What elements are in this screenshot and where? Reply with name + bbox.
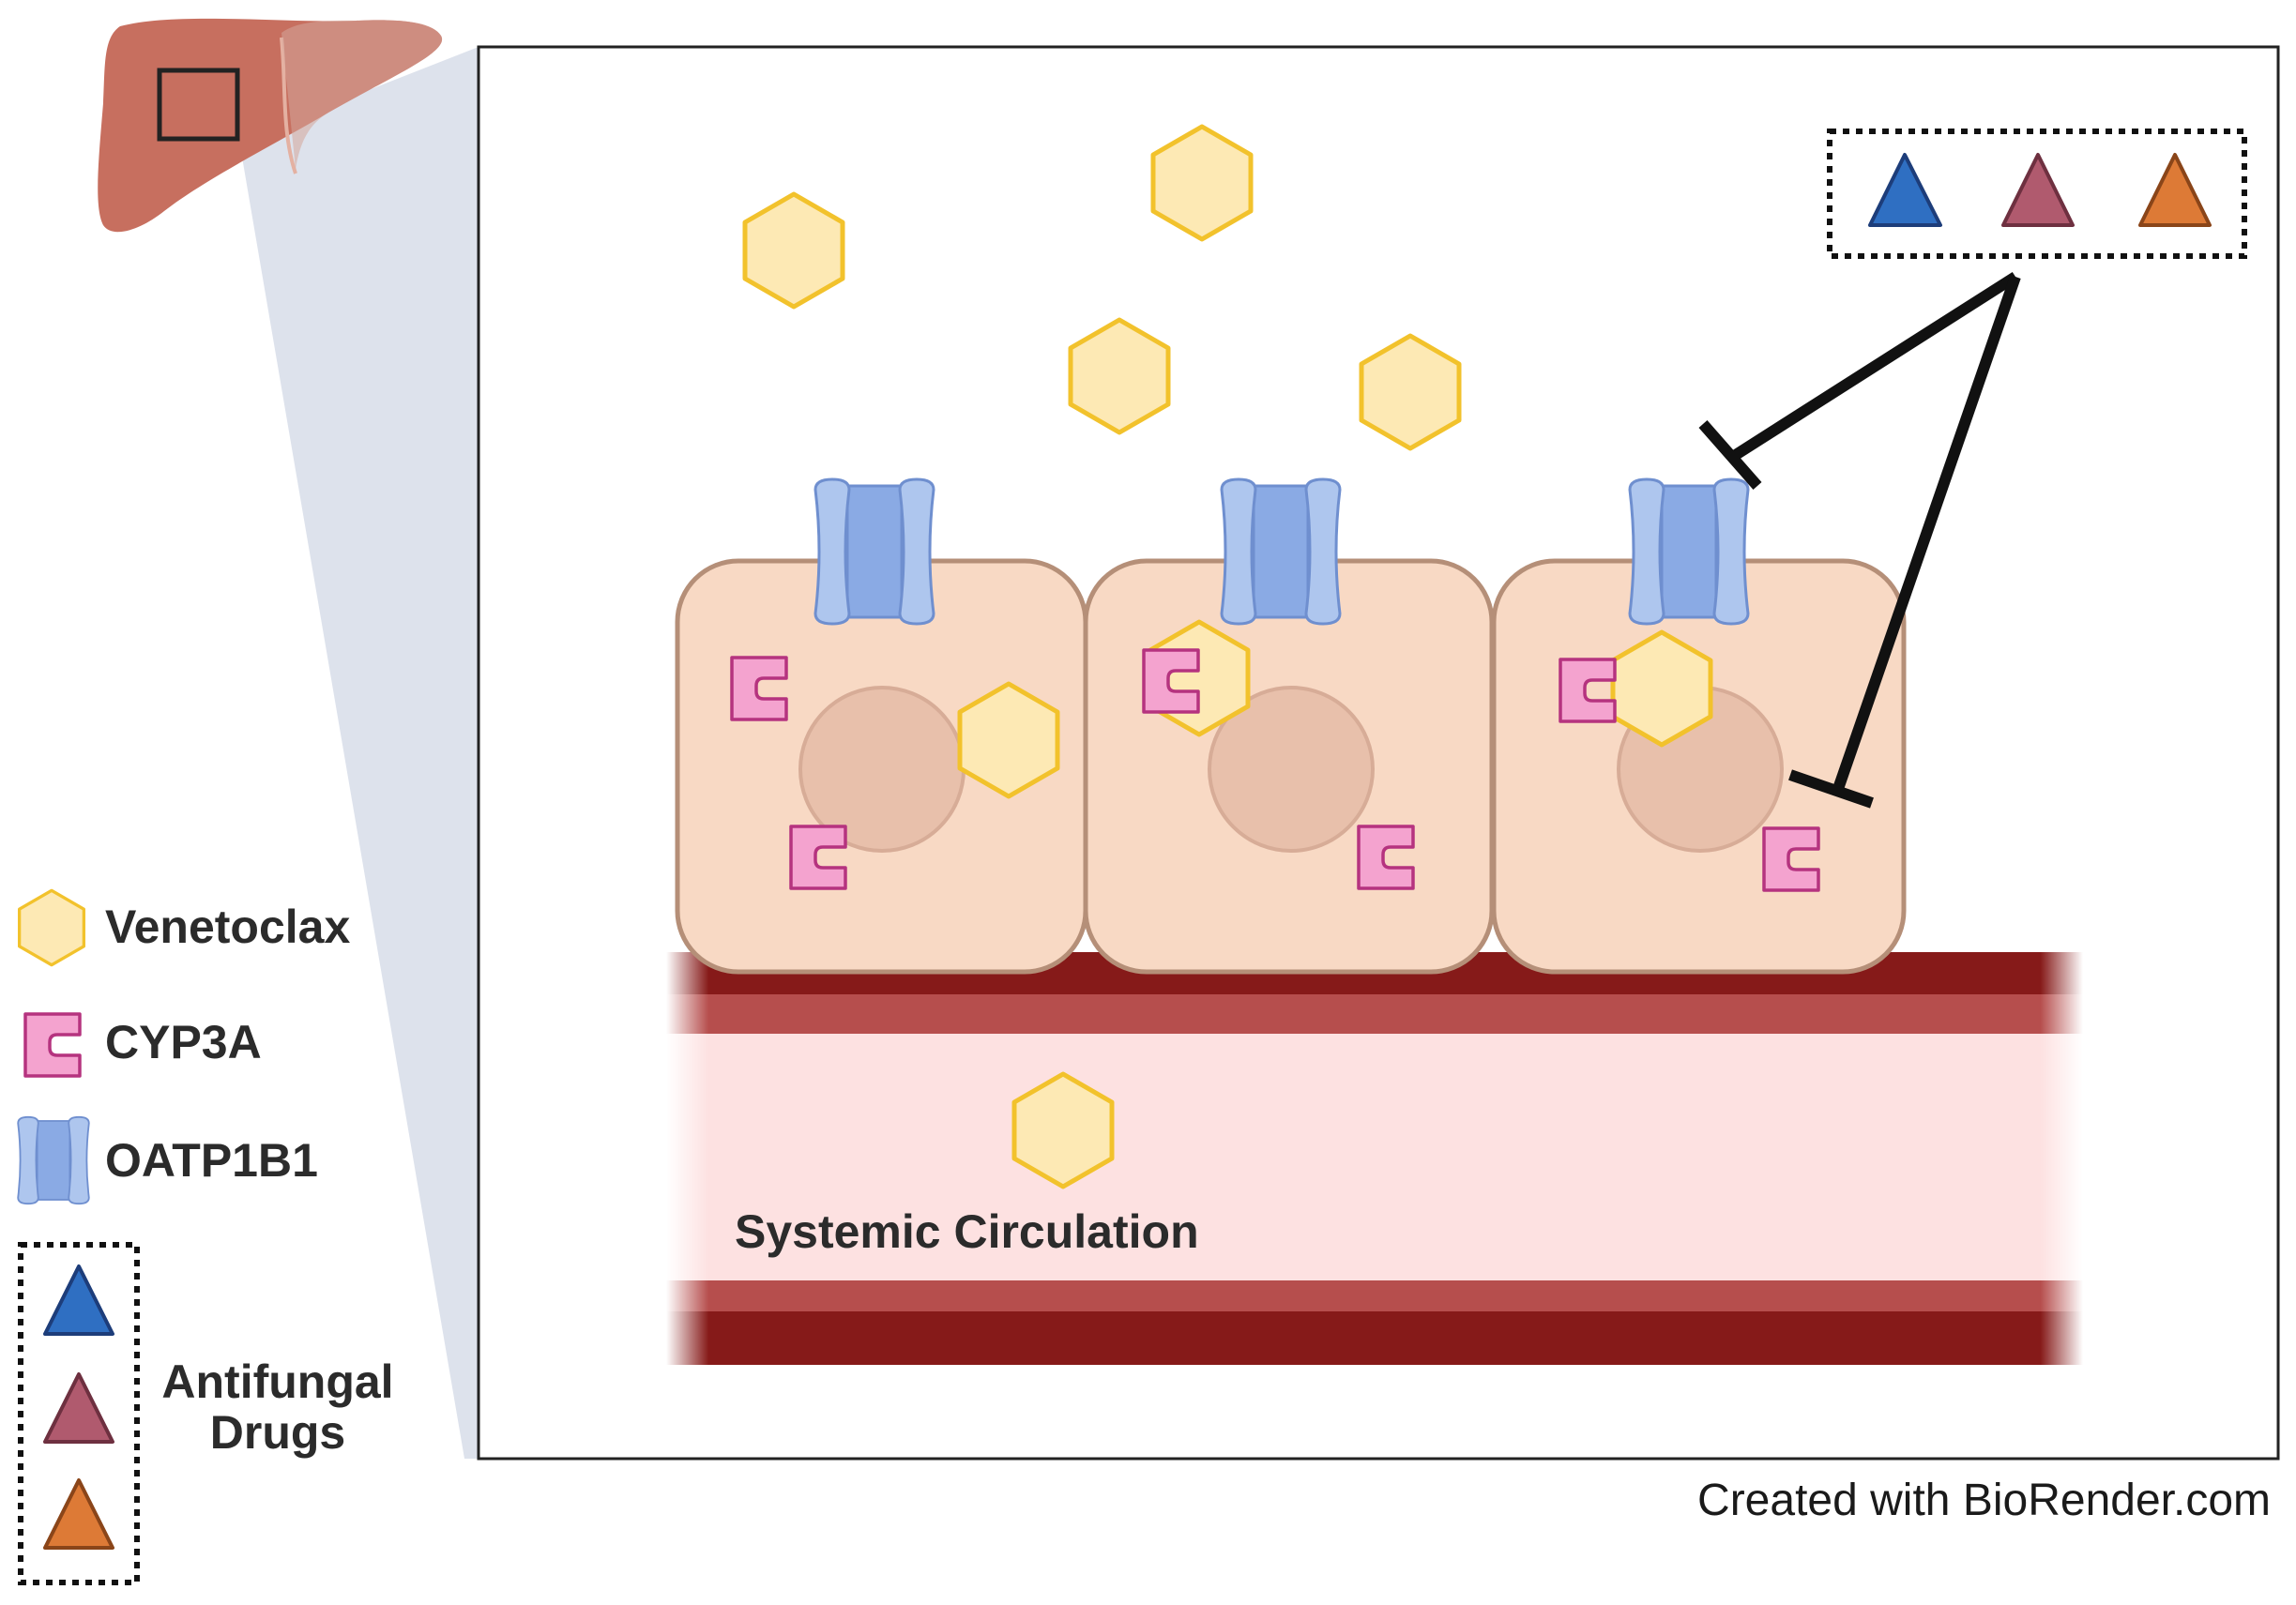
antifungal-triangle-icon [43,1264,114,1336]
zoom-wedge [239,47,479,1459]
oatp1b1-transporter-icon [17,1115,90,1205]
legend-venetoclax: Venetoclax [17,888,350,967]
hepatocyte-cell-2 [1083,558,1495,975]
oatp1b1-transporter-icon [813,477,935,626]
legend-antifungal-box [18,1242,140,1585]
inhibition-arrow-icon [1698,271,2021,809]
oatp1b1-transporter-icon [1220,477,1342,626]
venetoclax-hexagon-icon [17,888,86,967]
oatp1b1-transporter-icon [1628,477,1750,626]
systemic-circulation-label: Systemic Circulation [735,1205,1199,1258]
credit-text: Created with BioRender.com [1697,1476,2271,1525]
legend-antifungal-label-2: Drugs [210,1406,345,1459]
antifungal-triangle-icon [43,1478,114,1550]
liver-icon [98,18,443,233]
legend-venetoclax-label: Venetoclax [105,901,350,953]
nucleus [1208,686,1375,853]
legend-antifungal: Antifungal Drugs [18,1242,394,1585]
legend-oatp1b1: OATP1B1 [17,1115,318,1205]
legend-oatp1b1-label: OATP1B1 [105,1134,318,1187]
antifungal-triangle-icon [1868,153,1942,227]
legend-antifungal-label-1: Antifungal [161,1355,393,1408]
antifungal-triangle-icon [2001,153,2075,227]
legend: Venetoclax CYP3A OATP1B1 Antifungal Drug… [17,888,394,1585]
cyp3a-enzyme-icon [23,1012,82,1078]
liver-zoom-box [157,68,240,142]
antifungal-triangle-icon [43,1372,114,1444]
legend-cyp3a-label: CYP3A [105,1016,262,1068]
antifungal-triangle-icon [2138,153,2212,227]
antifungal-drug-group [1827,129,2247,259]
blood-vessel [666,952,2083,1365]
legend-cyp3a: CYP3A [23,1012,262,1078]
